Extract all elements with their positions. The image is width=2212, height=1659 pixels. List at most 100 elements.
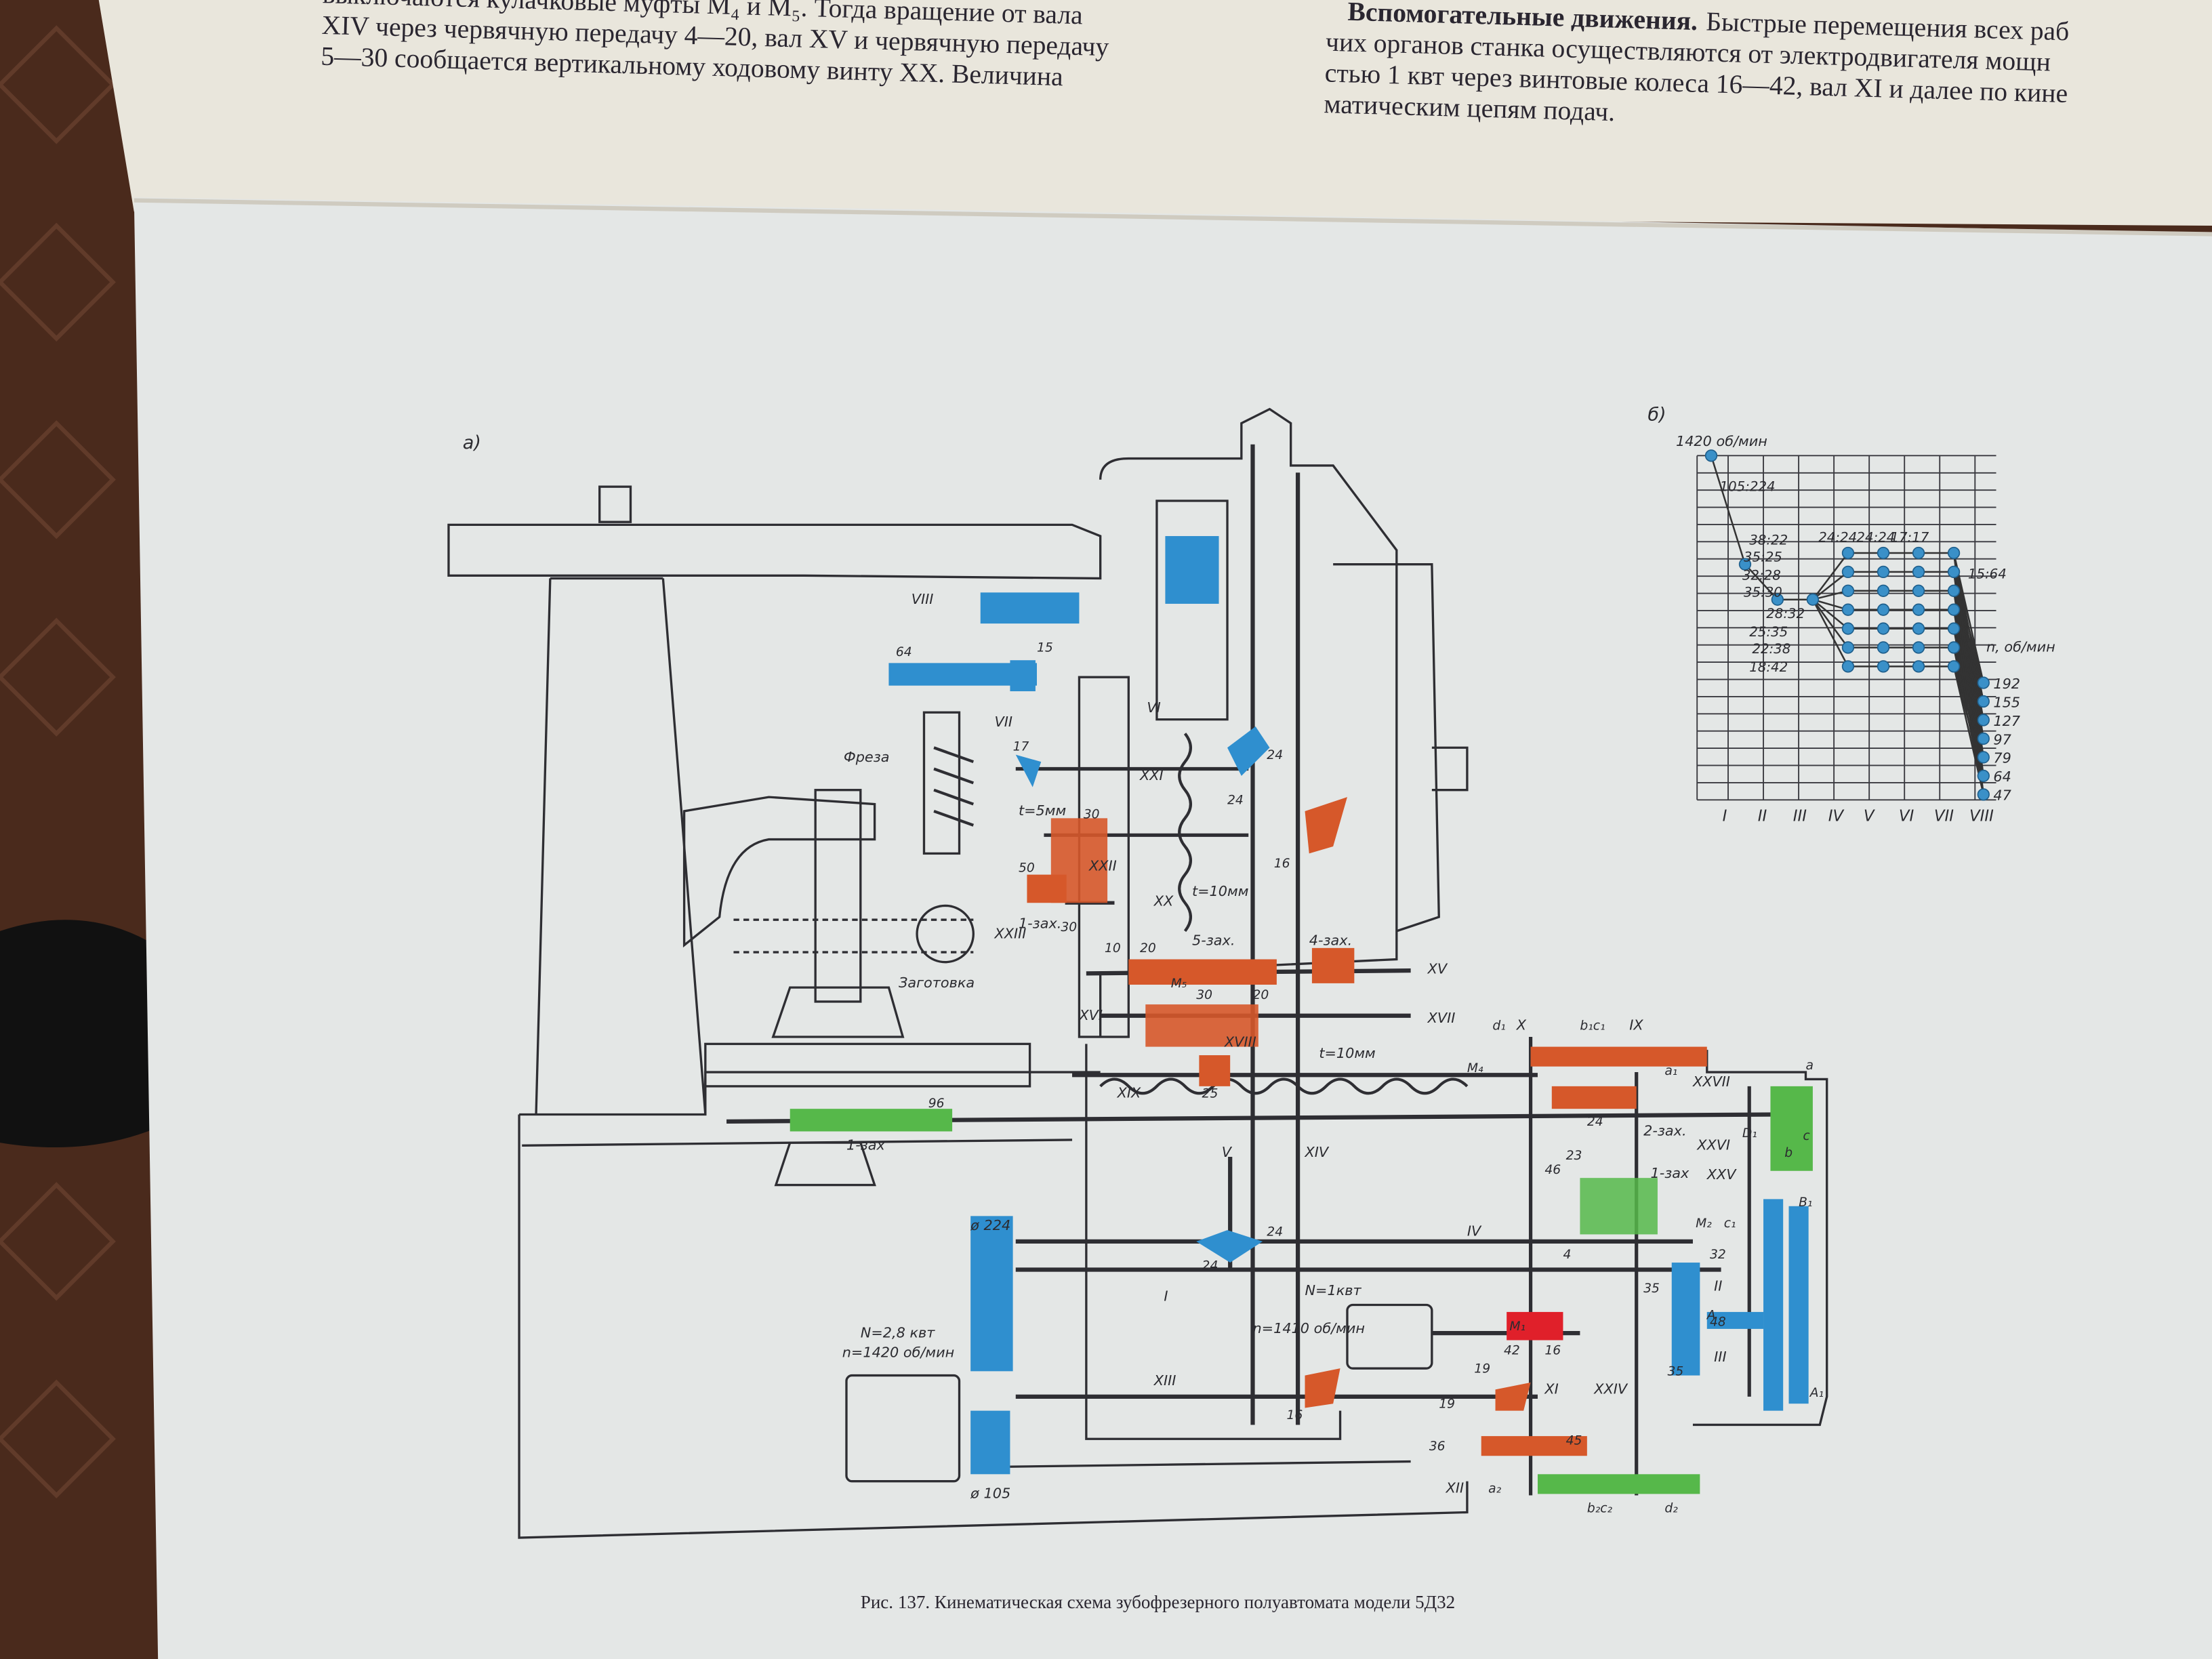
x-tick-label: V — [1864, 808, 1875, 825]
gear-orange — [1027, 874, 1067, 903]
label-starts: 2-зах. — [1643, 1123, 1686, 1139]
x-tick-label: I — [1723, 808, 1727, 825]
top-text-right: Вспомогательные движения.Быстрые перемещ… — [1324, 0, 2070, 127]
gear-orange — [1128, 959, 1277, 985]
speed-point — [1912, 603, 1925, 616]
gear-number-label: 45 — [1566, 1434, 1582, 1448]
speed-point — [1841, 584, 1855, 597]
shaft-label: XI — [1544, 1381, 1558, 1397]
top-arm — [447, 523, 1102, 580]
speed-point — [1841, 660, 1855, 673]
change-gear-label: c₁ — [1724, 1216, 1736, 1231]
speed-point — [1947, 546, 1961, 560]
change-gear-label: d₁ — [1492, 1019, 1505, 1033]
speed-point — [1977, 695, 1990, 708]
speed-ray — [1811, 598, 1849, 649]
gear-number-label: 19 — [1439, 1397, 1455, 1411]
speed-point — [1977, 751, 1990, 764]
speed-point — [1738, 558, 1752, 571]
shaft-label: VI — [1147, 699, 1160, 716]
speed-point — [1877, 641, 1890, 654]
ratio-label: 35:25 — [1744, 549, 1782, 565]
shaft-label: III — [1714, 1349, 1726, 1365]
aux-motor — [1346, 1303, 1433, 1370]
gear-number-label: 24 — [1227, 794, 1244, 808]
speed-point — [1977, 732, 1990, 745]
ratio-label: 32:28 — [1742, 568, 1781, 583]
gear-number-label: 25 — [1202, 1087, 1218, 1101]
input-speed-label: 1420 об/мин — [1676, 433, 1767, 449]
bevel-orange — [1305, 1368, 1340, 1408]
gear-number-label: 50 — [1019, 861, 1035, 875]
speed-ray — [1710, 455, 1813, 600]
x-tick-label: VI — [1899, 808, 1914, 825]
ratio-label: 35:30 — [1744, 585, 1782, 600]
clutch-red — [1507, 1311, 1563, 1340]
change-gear-label: c — [1803, 1129, 1810, 1143]
speed-point — [1877, 603, 1890, 616]
x-tick-label: IV — [1828, 808, 1845, 825]
speed-point — [1977, 769, 1990, 783]
label-starts: 1-зах. — [1019, 916, 1061, 932]
ratio-label: 24:24 — [1818, 529, 1857, 545]
ratio-label: 105:224 — [1720, 478, 1776, 494]
gear-blue — [1706, 1311, 1764, 1329]
label-starts: 1-зах — [846, 1137, 886, 1153]
gear-number-label: 42 — [1504, 1343, 1520, 1357]
label-motor-speed: n=1420 об/мин — [842, 1345, 955, 1361]
bevel-orange — [1495, 1382, 1531, 1411]
gear-number-label: 24 — [1587, 1115, 1603, 1129]
upper-page — [98, 0, 2212, 226]
hob-holder — [922, 711, 961, 855]
speed-point — [1877, 584, 1890, 597]
gear-number-label: 36 — [1429, 1439, 1446, 1454]
change-gear-label: D₁ — [1742, 1126, 1757, 1141]
output-speed-label: 97 — [1993, 731, 2011, 747]
gear-number-label: 15 — [1037, 641, 1053, 655]
worm-wheel-green — [790, 1109, 953, 1132]
shaft-label: XVII — [1427, 1010, 1456, 1026]
gear-number-label: 23 — [1566, 1149, 1582, 1163]
arbor — [814, 789, 862, 1003]
colored-gears — [790, 536, 1813, 1494]
change-gear-label: B₁ — [1799, 1195, 1812, 1210]
shaft-label: XVI — [1078, 1007, 1103, 1023]
speed-point — [1912, 546, 1925, 560]
speed-point — [1806, 593, 1820, 606]
gear-orange — [1145, 1004, 1258, 1047]
speed-ray — [1811, 599, 1849, 667]
label-pulley-224: ø 224 — [970, 1217, 1010, 1233]
change-gear-orange — [1551, 1086, 1637, 1109]
label-pitch: t=10мм — [1319, 1045, 1375, 1061]
label-starts: 5-зах. — [1192, 933, 1235, 949]
shaft-label: XXV — [1706, 1166, 1737, 1183]
output-speed-label: 64 — [1993, 769, 2011, 785]
shaft-label: XXI — [1139, 767, 1164, 783]
gear-number-label: 30 — [1084, 807, 1100, 821]
gear-number-label: 24 — [1202, 1258, 1218, 1273]
speed-point — [1877, 622, 1890, 635]
speed-point — [1947, 622, 1961, 635]
change-gear-label: a₁ — [1664, 1064, 1677, 1078]
gear-number-label: 46 — [1544, 1163, 1561, 1177]
gear-number-label: 10 — [1105, 941, 1121, 956]
speed-point — [1912, 622, 1925, 635]
gear-number-label: 24 — [1267, 748, 1283, 762]
shaft-label: XVIII — [1224, 1034, 1256, 1050]
speed-point — [1841, 641, 1855, 654]
gear-number-label: 30 — [1061, 920, 1077, 935]
shaft-label: XXIV — [1593, 1381, 1629, 1397]
output-speed-label: 47 — [1993, 787, 2011, 804]
change-gear-label: b₁c₁ — [1580, 1019, 1605, 1033]
gear-blue — [980, 592, 1080, 624]
label-pulley-105: ø 105 — [970, 1486, 1010, 1502]
speed-point — [1977, 788, 1990, 801]
shaft-label: XX — [1153, 893, 1174, 909]
gear-blue — [1763, 1199, 1784, 1411]
top-text-left: выключаются кулачковые муфты M₄ и M₅. То… — [321, 0, 1109, 91]
ratio-label: 24:24 — [1856, 529, 1895, 545]
